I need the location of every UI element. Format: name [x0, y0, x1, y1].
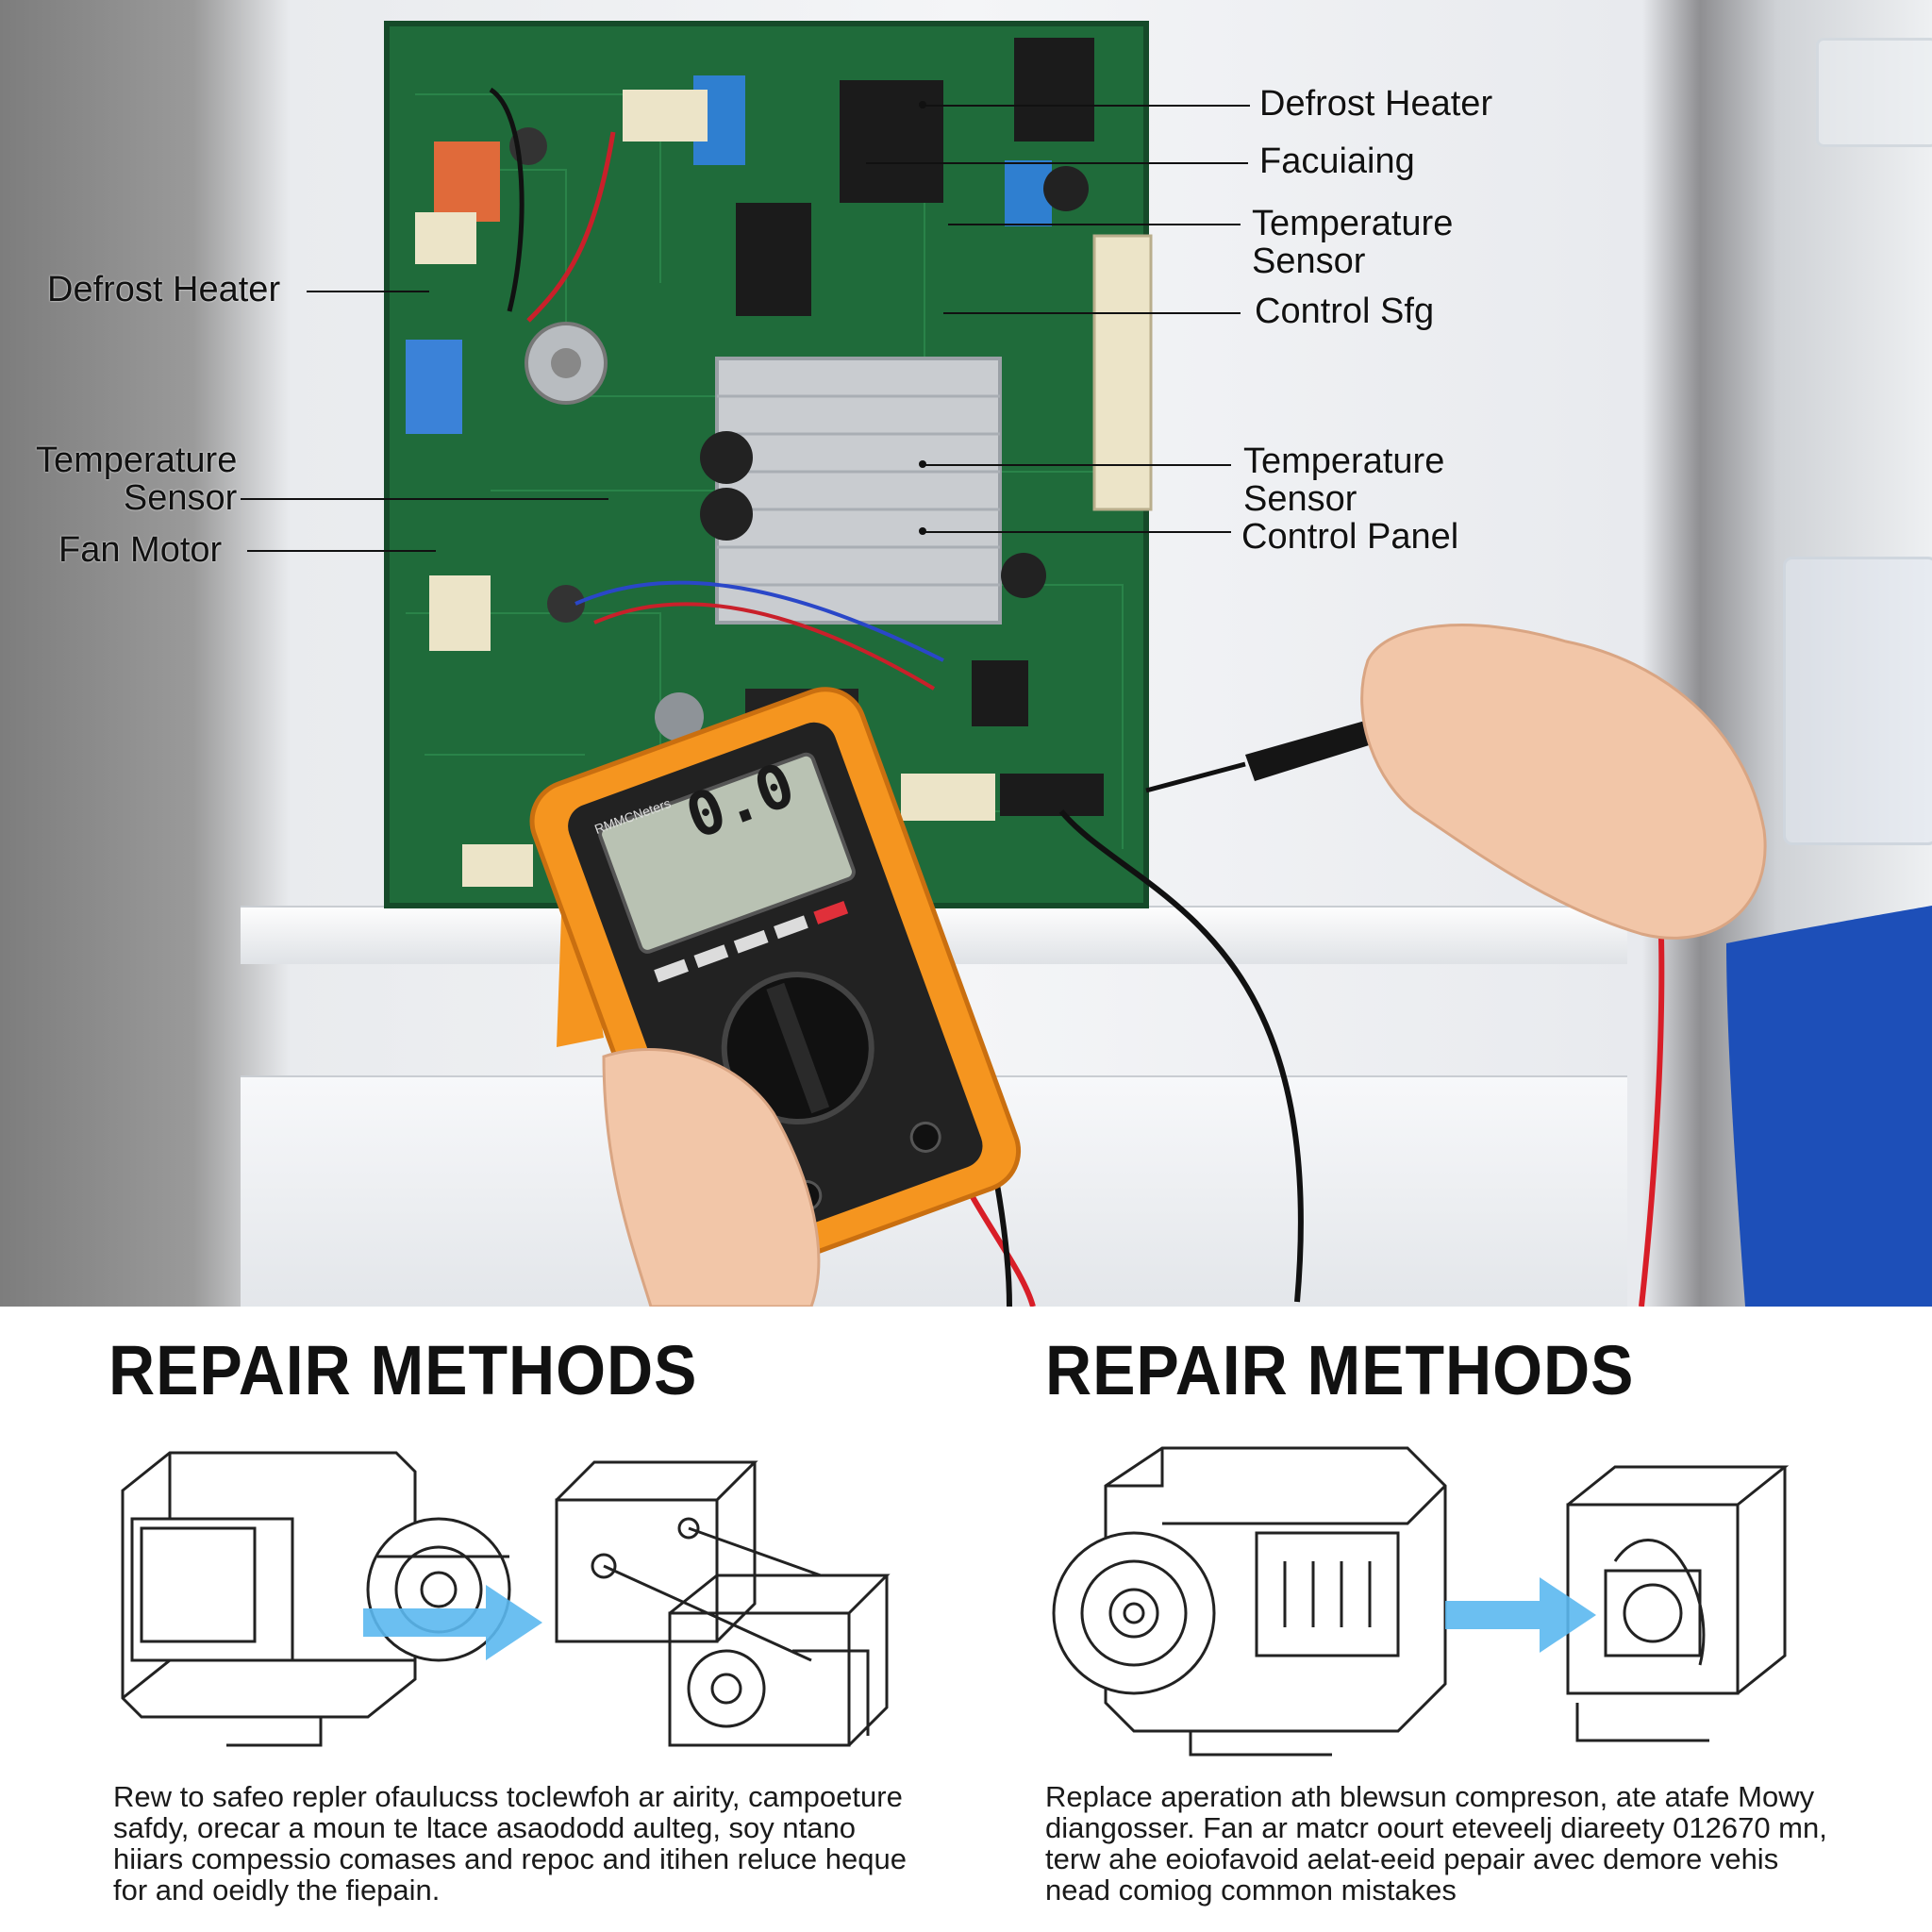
fridge-door-bin [1783, 557, 1932, 845]
diagram-left [121, 1451, 891, 1747]
section-heading-right: REPAIR METHODS [1045, 1331, 1635, 1409]
callout-left-defrost-heater: Defrost Heater [47, 270, 281, 309]
section-heading-left: REPAIR METHODS [108, 1331, 698, 1409]
scene-drawing [384, 21, 1932, 1307]
callout-left-temperature-sensor-line [241, 498, 608, 500]
repair-photo: 0.0 RMMCNeters Defrost Heater Temperatur… [0, 0, 1932, 1307]
section-description-right: Replace aperation ath blewsun compreson,… [1045, 1780, 1827, 1907]
callout-right-defrost-heater-line [924, 105, 1250, 107]
callout-left-defrost-heater-line [307, 291, 429, 292]
callout-right-control-panel: Control Panel [1241, 517, 1459, 557]
callout-left-temperature-sensor: Temperature Sensor [36, 441, 238, 518]
heatsink [715, 357, 1002, 625]
callout-left-fan-motor: Fan Motor [58, 530, 223, 570]
sleeve [1726, 906, 1932, 1307]
probe-wire-black [1058, 809, 1304, 1303]
diagram-right [1052, 1446, 1790, 1757]
arrow-right-icon [1445, 1577, 1596, 1653]
callout-right-temperature-sensor-2: Temperature Sensor [1243, 441, 1445, 519]
callout-right-temperature-sensor-1: Temperature Sensor [1252, 204, 1454, 281]
callout-right-temperature-sensor-2-line [924, 464, 1231, 466]
hand-icon [1360, 624, 1932, 1307]
fridge-door-bin-top [1816, 38, 1932, 147]
arrow-right-icon [363, 1585, 542, 1660]
connector-strip [1092, 234, 1153, 511]
section-description-left: Rew to safeo repler ofaulucss toclewfoh … [113, 1780, 907, 1907]
callout-dot [919, 460, 926, 468]
callout-right-control-panel-line [924, 531, 1231, 533]
callout-right-defrost-heater: Defrost Heater [1259, 84, 1493, 124]
callout-right-temperature-sensor-1-line [948, 224, 1241, 225]
callout-right-control-sfg-line [943, 312, 1241, 314]
compressor-icon [1052, 1446, 1790, 1757]
callout-right-facuiaing-line [866, 162, 1248, 164]
callout-right-control-sfg: Control Sfg [1255, 291, 1435, 331]
multimeter-icon [529, 687, 1022, 1307]
callout-dot [919, 527, 926, 535]
callout-left-fan-motor-line [247, 550, 436, 552]
callout-dot [919, 101, 926, 108]
callout-right-facuiaing: Facuiaing [1259, 142, 1415, 181]
